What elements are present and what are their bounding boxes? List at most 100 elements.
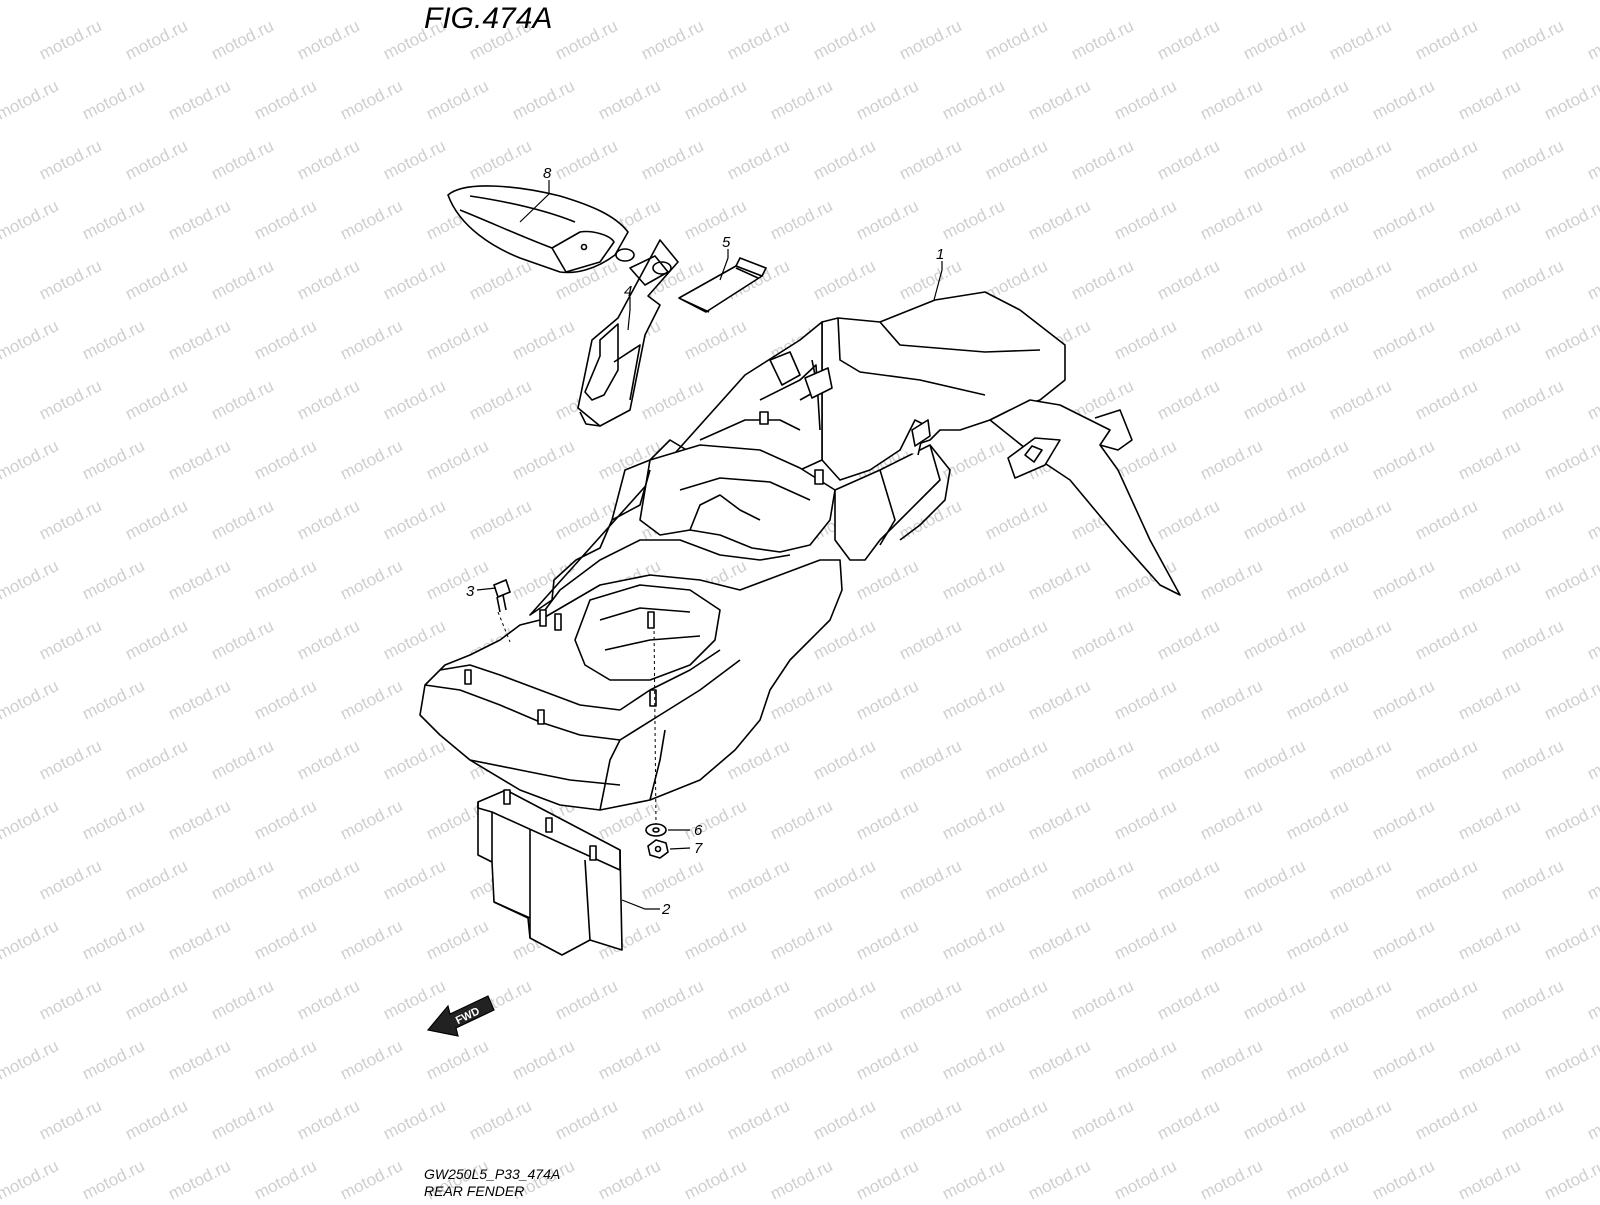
watermark-text: motod.ru [251, 196, 319, 243]
watermark-text: motod.ru [853, 676, 921, 723]
watermark-text: motod.ru [1498, 856, 1566, 903]
watermark-text: motod.ru [1025, 556, 1093, 603]
watermark-text: motod.ru [122, 376, 190, 423]
watermark-text: motod.ru [1369, 1036, 1437, 1083]
watermark-text: motod.ru [36, 496, 104, 543]
watermark-text: motod.ru [0, 436, 62, 483]
watermark-text: motod.ru [380, 616, 448, 663]
watermark-text: motod.ru [1369, 796, 1437, 843]
watermark-text: motod.ru [36, 976, 104, 1023]
watermark-text: motod.ru [251, 0, 319, 4]
watermark-text: motod.ru [122, 256, 190, 303]
watermark-text: motod.ru [1326, 136, 1394, 183]
watermark-text: motod.ru [1240, 856, 1308, 903]
watermark-text: motod.ru [1326, 736, 1394, 783]
watermark-text: motod.ru [294, 256, 362, 303]
watermark-text: motod.ru [1240, 16, 1308, 63]
watermark-text: motod.ru [1240, 256, 1308, 303]
watermark-text: motod.ru [1541, 1036, 1600, 1083]
watermark-text: motod.ru [1584, 616, 1600, 663]
watermark-text: motod.ru [810, 976, 878, 1023]
watermark-text: motod.ru [1068, 856, 1136, 903]
watermark-text: motod.ru [208, 496, 276, 543]
watermark-text: motod.ru [681, 796, 749, 843]
watermark-text: motod.ru [251, 916, 319, 963]
watermark-text: motod.ru [1584, 976, 1600, 1023]
watermark-text: motod.ru [810, 856, 878, 903]
watermark-text: motod.ru [1584, 136, 1600, 183]
watermark-text: motod.ru [1541, 436, 1600, 483]
watermark-text: motod.ru [810, 16, 878, 63]
watermark-text: motod.ru [380, 136, 448, 183]
watermark-text: motod.ru [724, 136, 792, 183]
watermark-text: motod.ru [1326, 256, 1394, 303]
watermark-text: motod.ru [939, 676, 1007, 723]
watermark-text: motod.ru [939, 1156, 1007, 1200]
watermark-text: motod.ru [1197, 1156, 1265, 1200]
watermark-text: motod.ru [1025, 1156, 1093, 1200]
watermark-text: motod.ru [595, 0, 663, 4]
watermark-text: motod.ru [0, 76, 62, 123]
watermark-text: motod.ru [165, 196, 233, 243]
watermark-text: motod.ru [1154, 16, 1222, 63]
watermark-text: motod.ru [1326, 856, 1394, 903]
watermark-text: motod.ru [1498, 616, 1566, 663]
watermark-text: motod.ru [1025, 676, 1093, 723]
watermark-text: motod.ru [0, 1156, 62, 1200]
watermark-text: motod.ru [1197, 76, 1265, 123]
watermark-text: motod.ru [1584, 736, 1600, 783]
watermark-text: motod.ru [982, 616, 1050, 663]
alignment-line [497, 611, 511, 643]
watermark-text: motod.ru [552, 976, 620, 1023]
watermark-text: motod.ru [165, 556, 233, 603]
watermark-text: motod.ru [1541, 796, 1600, 843]
watermark-text: motod.ru [165, 76, 233, 123]
watermark-text: motod.ru [1283, 316, 1351, 363]
watermark-text: motod.ru [294, 616, 362, 663]
watermark-text: motod.ru [1412, 856, 1480, 903]
watermark-text: motod.ru [165, 0, 233, 4]
watermark-text: motod.ru [509, 316, 577, 363]
watermark-text: motod.ru [1197, 676, 1265, 723]
watermark-text: motod.ru [294, 16, 362, 63]
watermark-text: motod.ru [79, 196, 147, 243]
watermark-text: motod.ru [1455, 76, 1523, 123]
watermark-text: motod.ru [896, 856, 964, 903]
watermark-text: motod.ru [0, 1036, 62, 1083]
watermark-text: motod.ru [982, 16, 1050, 63]
watermark-text: motod.ru [79, 916, 147, 963]
part-8-tool-bag [447, 185, 629, 274]
watermark-text: motod.ru [0, 796, 62, 843]
watermark-text: motod.ru [853, 916, 921, 963]
watermark-text: motod.ru [251, 1156, 319, 1200]
watermark-text: motod.ru [380, 976, 448, 1023]
watermark-text: motod.ru [1584, 496, 1600, 543]
watermark-text: motod.ru [122, 1096, 190, 1143]
watermark-text: motod.ru [1111, 1036, 1179, 1083]
watermark-text: motod.ru [1369, 436, 1437, 483]
watermark-text: motod.ru [552, 496, 620, 543]
watermark-text: motod.ru [294, 496, 362, 543]
watermark-text: motod.ru [337, 916, 405, 963]
watermark-text: motod.ru [767, 1036, 835, 1083]
watermark-text: motod.ru [552, 1096, 620, 1143]
watermark-text: motod.ru [1068, 256, 1136, 303]
watermark-text: motod.ru [939, 76, 1007, 123]
watermark-text: motod.ru [810, 1096, 878, 1143]
watermark-text: motod.ru [1326, 1096, 1394, 1143]
watermark-text: motod.ru [1154, 376, 1222, 423]
watermark-text: motod.ru [509, 436, 577, 483]
watermark-text: motod.ru [681, 1156, 749, 1200]
watermark-text: motod.ru [1197, 0, 1265, 4]
watermark-text: motod.ru [1068, 736, 1136, 783]
watermark-text: motod.ru [380, 376, 448, 423]
part-7-nut [647, 839, 669, 859]
watermark-text: motod.ru [208, 736, 276, 783]
watermark-text: motod.ru [1584, 376, 1600, 423]
watermark-text: motod.ru [1283, 196, 1351, 243]
watermark-text: motod.ru [1025, 196, 1093, 243]
watermark-text: motod.ru [294, 376, 362, 423]
watermark-text: motod.ru [251, 676, 319, 723]
callout-number: 2 [661, 901, 671, 918]
watermark-text: motod.ru [896, 976, 964, 1023]
